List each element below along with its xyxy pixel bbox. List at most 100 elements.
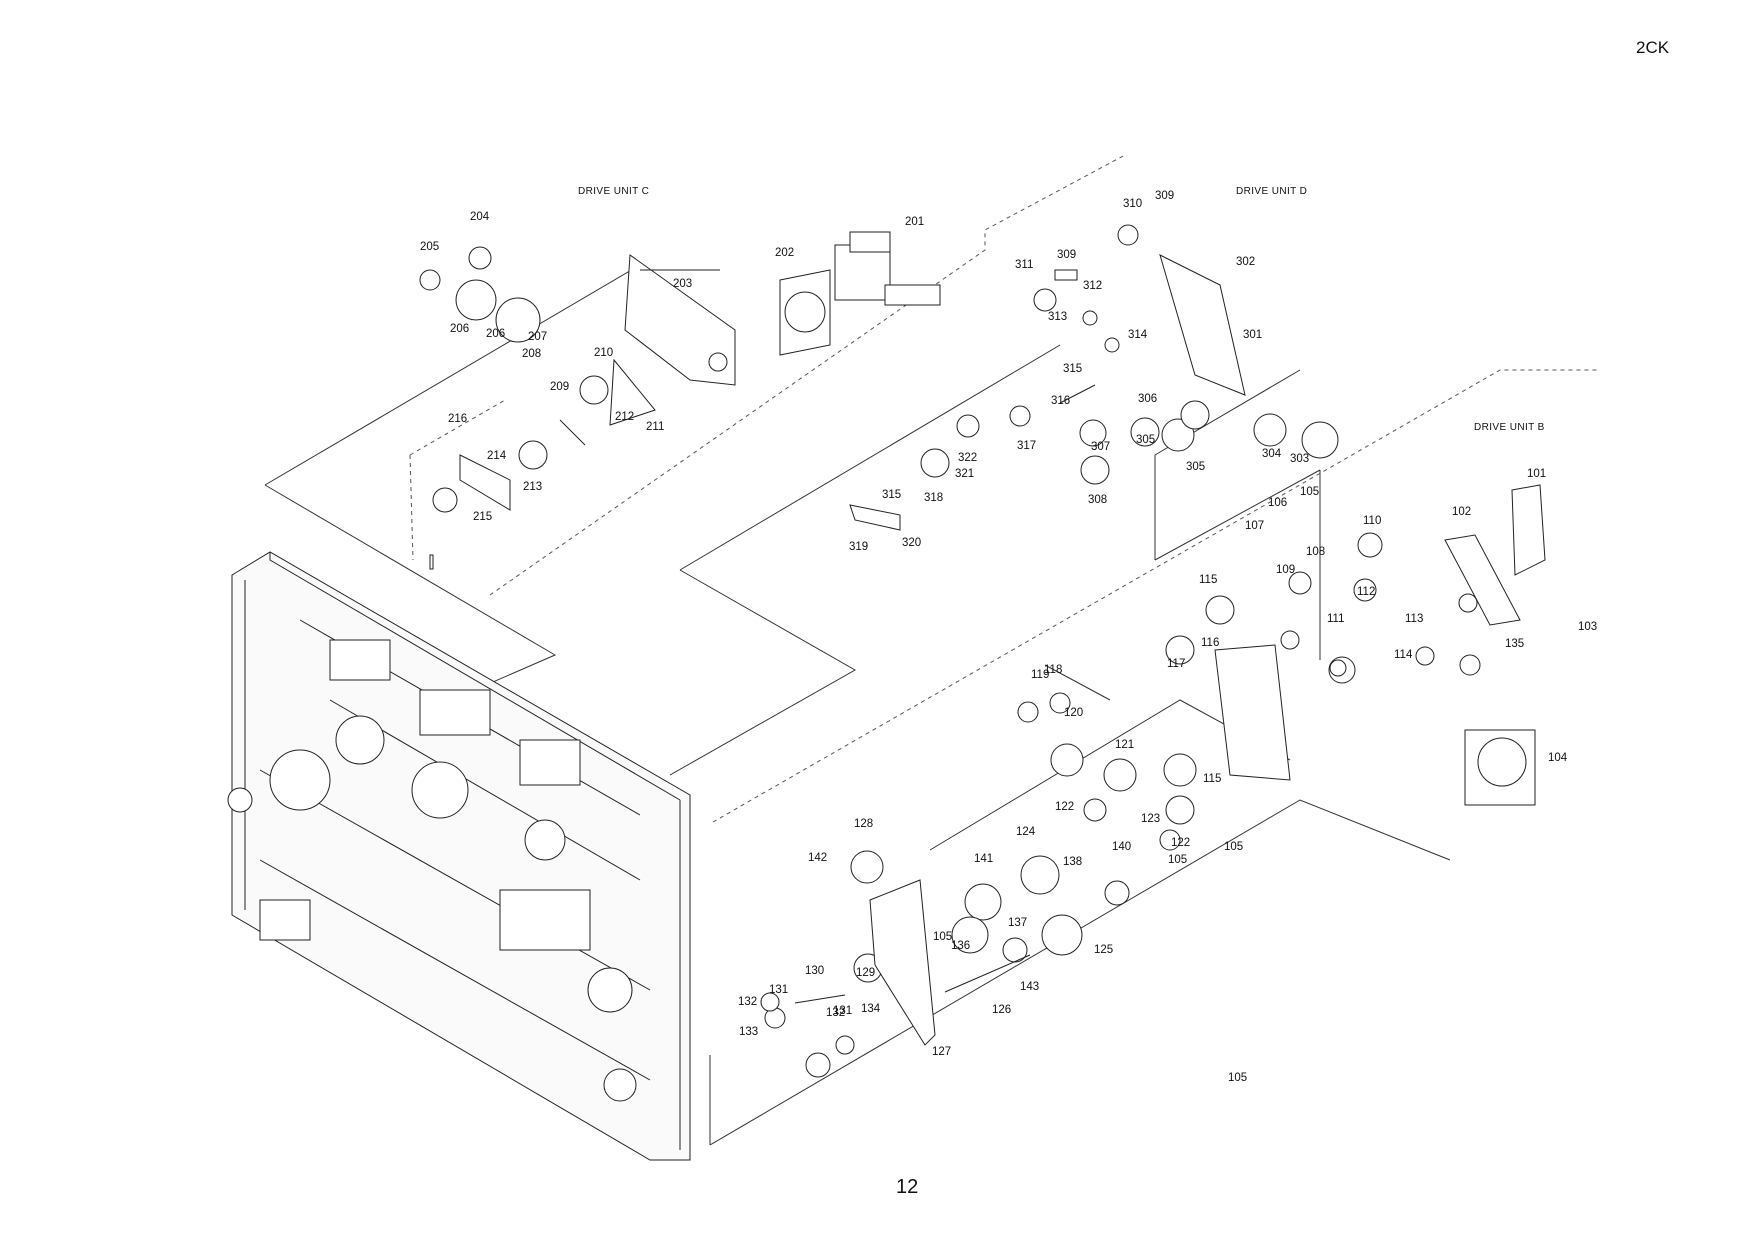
part-callout-140: 140 bbox=[1112, 841, 1131, 853]
part-callout-133: 133 bbox=[739, 1026, 758, 1038]
part-callout-108: 108 bbox=[1306, 546, 1325, 558]
part-callout-315: 315 bbox=[882, 489, 901, 501]
part-callout-115: 115 bbox=[1199, 574, 1217, 586]
drive-unit-b-parts bbox=[760, 484, 1546, 1078]
part-callout-305: 305 bbox=[1186, 461, 1205, 473]
part-callout-201: 201 bbox=[905, 216, 924, 228]
page-code: 2CK bbox=[1636, 38, 1670, 57]
part-callout-319: 319 bbox=[849, 541, 868, 553]
part-callout-137: 137 bbox=[1008, 917, 1027, 929]
part-callout-127: 127 bbox=[932, 1046, 951, 1058]
part-callout-131: 131 bbox=[833, 1005, 852, 1017]
part-callout-204: 204 bbox=[470, 211, 490, 223]
part-callout-207: 207 bbox=[528, 331, 547, 343]
part-callout-203: 203 bbox=[673, 278, 692, 290]
dashed-guide-lines bbox=[409, 154, 1600, 823]
part-callout-136: 136 bbox=[951, 940, 970, 952]
part-callout-303: 303 bbox=[1290, 453, 1309, 465]
part-callout-117: 117 bbox=[1167, 658, 1185, 670]
part-callout-122: 122 bbox=[1171, 837, 1190, 849]
part-callout-120: 120 bbox=[1064, 707, 1083, 719]
part-callout-111: 111 bbox=[1327, 613, 1344, 625]
part-callout-306: 306 bbox=[1138, 393, 1157, 405]
drive-unit-d-parts bbox=[849, 224, 1339, 531]
part-callout-106: 106 bbox=[1268, 497, 1287, 509]
part-callout-119: 119 bbox=[1031, 669, 1049, 681]
part-callout-123: 123 bbox=[1141, 813, 1160, 825]
part-callout-320: 320 bbox=[902, 537, 921, 549]
part-callout-315: 315 bbox=[1063, 363, 1082, 375]
part-callout-103: 103 bbox=[1578, 621, 1597, 633]
part-callout-309: 309 bbox=[1057, 249, 1076, 261]
part-callout-109: 109 bbox=[1276, 564, 1295, 576]
part-callout-213: 213 bbox=[523, 481, 542, 493]
part-callout-125: 125 bbox=[1094, 944, 1113, 956]
part-callout-322: 322 bbox=[958, 452, 977, 464]
part-callout-135: 135 bbox=[1505, 638, 1524, 650]
part-callout-121: 121 bbox=[1115, 739, 1134, 751]
part-callouts: 201 202 203 204 205 206 206 207 208 209 210 211 212 2… bbox=[420, 190, 1597, 1084]
part-callout-141: 141 bbox=[974, 853, 993, 865]
part-callout-316: 316 bbox=[1051, 395, 1070, 407]
part-callout-307: 307 bbox=[1091, 441, 1110, 453]
part-callout-113: 113 bbox=[1405, 613, 1423, 625]
part-callout-209: 209 bbox=[550, 381, 569, 393]
drive-unit-c-parts bbox=[419, 231, 941, 570]
part-callout-115: 115 bbox=[1203, 773, 1221, 785]
part-callout-305: 305 bbox=[1136, 434, 1155, 446]
part-callout-132: 132 bbox=[738, 996, 757, 1008]
part-callout-102: 102 bbox=[1452, 506, 1471, 518]
part-callout-304: 304 bbox=[1262, 448, 1282, 460]
part-callout-312: 312 bbox=[1083, 280, 1102, 292]
part-callout-309: 309 bbox=[1155, 190, 1174, 202]
part-callout-126: 126 bbox=[992, 1004, 1011, 1016]
part-callout-313: 313 bbox=[1048, 311, 1067, 323]
part-callout-132: 132 bbox=[826, 1007, 845, 1019]
part-callout-308: 308 bbox=[1088, 494, 1107, 506]
part-callout-302: 302 bbox=[1236, 256, 1255, 268]
part-callout-215: 215 bbox=[473, 511, 492, 523]
part-callout-317: 317 bbox=[1017, 440, 1036, 452]
part-callout-116: 116 bbox=[1201, 637, 1219, 649]
part-callout-114: 114 bbox=[1394, 649, 1413, 661]
leader-lines bbox=[264, 264, 1451, 1146]
page-number: 12 bbox=[896, 1176, 919, 1198]
part-callout-211: 211 bbox=[646, 421, 664, 433]
part-callout-134: 134 bbox=[861, 1003, 881, 1015]
main-frame bbox=[227, 551, 691, 1161]
part-callout-124: 124 bbox=[1016, 826, 1036, 838]
drive-unit-d-title: DRIVE UNIT D bbox=[1236, 186, 1308, 197]
part-callout-105: 105 bbox=[1300, 486, 1319, 498]
part-callout-105: 105 bbox=[933, 931, 952, 943]
part-callout-105: 105 bbox=[1228, 1072, 1247, 1084]
part-callout-205: 205 bbox=[420, 241, 439, 253]
part-callout-143: 143 bbox=[1020, 981, 1039, 993]
part-callout-214: 214 bbox=[487, 450, 507, 462]
part-callout-212: 212 bbox=[615, 411, 634, 423]
part-callout-130: 130 bbox=[805, 965, 824, 977]
part-callout-128: 128 bbox=[854, 818, 873, 830]
part-callout-129: 129 bbox=[856, 967, 875, 979]
part-callout-118: 118 bbox=[1044, 664, 1062, 676]
drive-unit-b-title: DRIVE UNIT B bbox=[1474, 422, 1545, 433]
part-callout-206: 206 bbox=[450, 323, 469, 335]
part-callout-101: 101 bbox=[1527, 468, 1546, 480]
part-callout-104: 104 bbox=[1548, 752, 1568, 764]
part-callout-321: 321 bbox=[955, 468, 974, 480]
part-callout-208: 208 bbox=[522, 348, 541, 360]
drive-unit-c-title: DRIVE UNIT C bbox=[578, 186, 650, 197]
part-callout-318: 318 bbox=[924, 492, 943, 504]
part-callout-122: 122 bbox=[1055, 801, 1074, 813]
part-callout-301: 301 bbox=[1243, 329, 1262, 341]
part-callout-142: 142 bbox=[808, 852, 827, 864]
part-callout-206: 206 bbox=[486, 328, 505, 340]
part-callout-112: 112 bbox=[1357, 586, 1375, 598]
part-callout-138: 138 bbox=[1063, 856, 1082, 868]
part-callout-216: 216 bbox=[448, 413, 467, 425]
part-callout-210: 210 bbox=[594, 347, 613, 359]
part-callout-314: 314 bbox=[1128, 329, 1148, 341]
part-callout-202: 202 bbox=[775, 247, 794, 259]
part-callout-311: 311 bbox=[1015, 259, 1033, 271]
part-callout-105: 105 bbox=[1224, 841, 1243, 853]
